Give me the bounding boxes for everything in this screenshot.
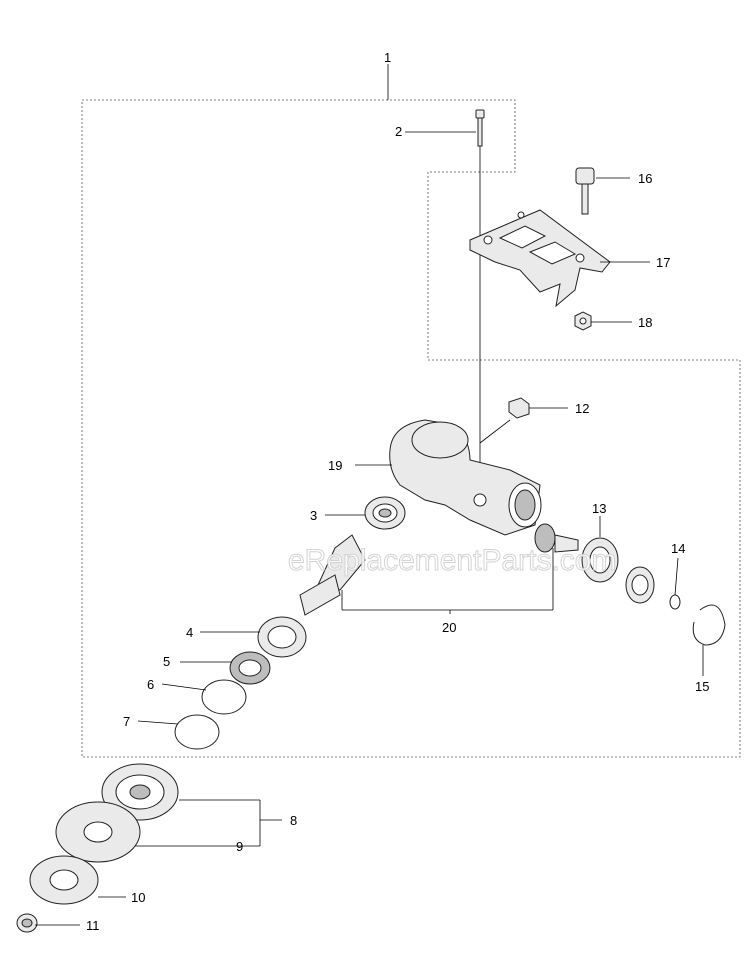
callout-8: 8 — [290, 813, 297, 828]
ring-part-6[interactable] — [201, 679, 247, 715]
circlip-part-15[interactable] — [692, 604, 726, 646]
bearing-part-4[interactable] — [257, 616, 307, 658]
bolt-part-16[interactable] — [575, 167, 595, 215]
callout-3: 3 — [310, 508, 317, 523]
ring-part-7[interactable] — [174, 714, 220, 750]
callout-19: 19 — [328, 458, 342, 473]
gear-housing-part-19[interactable] — [389, 419, 542, 536]
callout-18: 18 — [638, 315, 652, 330]
callout-7: 7 — [123, 714, 130, 729]
guard-bracket-part-17[interactable] — [469, 209, 611, 308]
seal-ring[interactable] — [625, 566, 655, 604]
callout-9: 9 — [236, 839, 243, 854]
support-cup-part-10[interactable] — [29, 855, 99, 905]
callout-4: 4 — [186, 625, 193, 640]
drive-disc-part-8[interactable] — [101, 763, 179, 821]
callout-6: 6 — [147, 677, 154, 692]
bearing-part-3[interactable] — [364, 496, 406, 530]
nut-part-18[interactable] — [574, 311, 592, 331]
callout-1: 1 — [384, 50, 391, 65]
gear-set-part-20[interactable] — [299, 523, 579, 616]
callout-2: 2 — [395, 124, 402, 139]
screw-part-2[interactable] — [475, 109, 485, 147]
guard-plate-part-9[interactable] — [55, 801, 141, 863]
callout-20: 20 — [442, 620, 456, 635]
watermark-text: eReplacementParts.com — [288, 544, 616, 577]
assembly-boundary — [81, 99, 741, 758]
plug-screw-part-12[interactable] — [508, 397, 530, 419]
callout-15: 15 — [695, 679, 709, 694]
nut-part-11[interactable] — [16, 913, 38, 933]
callout-12: 12 — [575, 401, 589, 416]
callout-17: 17 — [656, 255, 670, 270]
callout-10: 10 — [131, 890, 145, 905]
callout-11: 11 — [86, 918, 100, 933]
callout-5: 5 — [163, 654, 170, 669]
callout-16: 16 — [638, 171, 652, 186]
callout-14: 14 — [671, 541, 685, 556]
ring-part-14[interactable] — [669, 594, 681, 610]
bearing-part-13[interactable] — [581, 537, 619, 583]
seal-part-5[interactable] — [229, 651, 271, 685]
callout-13: 13 — [592, 501, 606, 516]
